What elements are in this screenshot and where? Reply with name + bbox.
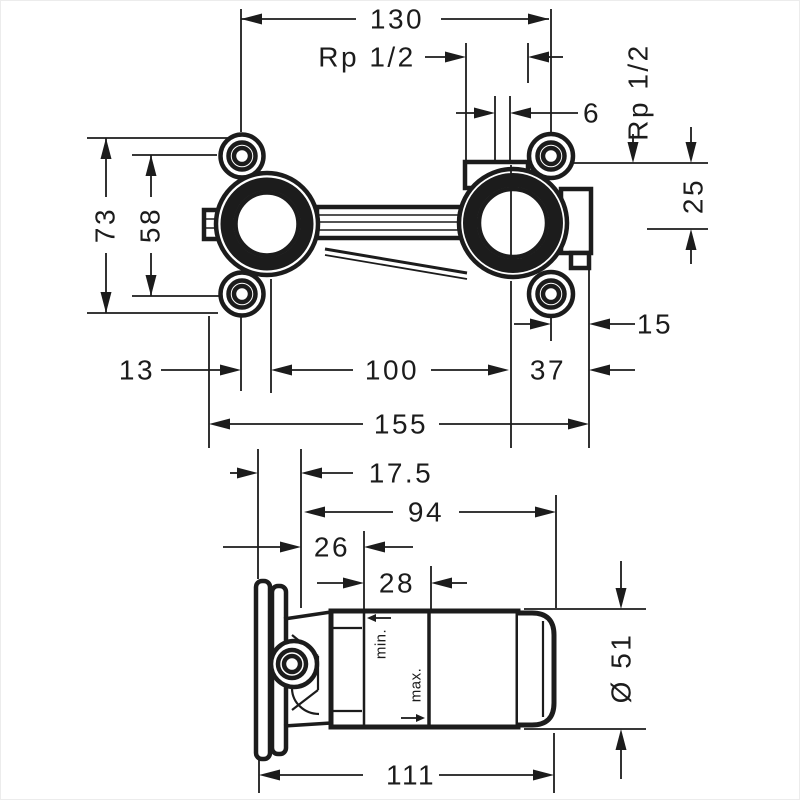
max-label: max.	[408, 668, 425, 703]
left-flange	[213, 132, 321, 318]
dim-rp12-top-label: Rp 1/2	[318, 42, 416, 73]
dim-17-5: 17.5	[230, 458, 434, 489]
dim-94-label: 94	[408, 497, 444, 528]
top-view-part	[201, 131, 594, 448]
dim-26-label: 26	[314, 532, 350, 563]
left-flange-screw-holes	[226, 140, 258, 310]
dim-28-label: 28	[379, 568, 415, 599]
dim-73-label: 73	[90, 207, 121, 243]
dome-cap	[518, 610, 557, 728]
side-view-part	[253, 578, 557, 762]
min-marker: min.	[367, 614, 391, 659]
dim-6-label: 6	[583, 98, 601, 129]
dim-155: 155	[209, 409, 589, 440]
dim-37-label: 37	[530, 355, 566, 386]
dim-13: 13	[119, 355, 241, 386]
dim-rp12-right: Rp 1/2	[623, 43, 654, 163]
dim-28: 28	[317, 568, 467, 599]
dim-17-5-label: 17.5	[369, 458, 434, 489]
dim-155-label: 155	[374, 409, 428, 440]
dim-13-label: 13	[119, 355, 155, 386]
dim-111-label: 111	[386, 760, 436, 791]
wall-plate	[253, 578, 289, 762]
dim-51-label: Ø 51	[606, 633, 637, 704]
right-flange	[456, 131, 594, 319]
dim-rp12-right-label: Rp 1/2	[623, 43, 654, 141]
dim-100-label: 100	[365, 355, 419, 386]
dim-rp12-top: Rp 1/2	[318, 42, 563, 73]
dim-25: 25	[678, 127, 709, 264]
cartridge-body	[328, 608, 557, 730]
dim-130-label: 130	[370, 4, 424, 35]
dim-111: 111	[259, 760, 554, 791]
max-marker: max.	[401, 668, 425, 722]
dim-37: 37	[530, 355, 635, 386]
dim-94: 94	[304, 497, 556, 528]
dim-6: 6	[456, 98, 601, 129]
dim-100: 100	[271, 355, 509, 386]
right-flange-screw-holes	[535, 140, 567, 310]
dim-26: 26	[223, 532, 413, 563]
boss	[268, 638, 320, 690]
dim-58: 58	[135, 155, 166, 296]
dim-51: Ø 51	[606, 561, 637, 779]
dim-25-label: 25	[678, 178, 709, 214]
dim-15: 15	[514, 309, 673, 340]
dim-15-label: 15	[637, 309, 673, 340]
dim-73: 73	[90, 138, 121, 313]
extension-lines	[87, 9, 708, 793]
connecting-bar	[314, 204, 474, 280]
dim-130: 130	[241, 4, 549, 35]
dim-58-label: 58	[135, 207, 166, 243]
min-label: min.	[373, 629, 390, 659]
